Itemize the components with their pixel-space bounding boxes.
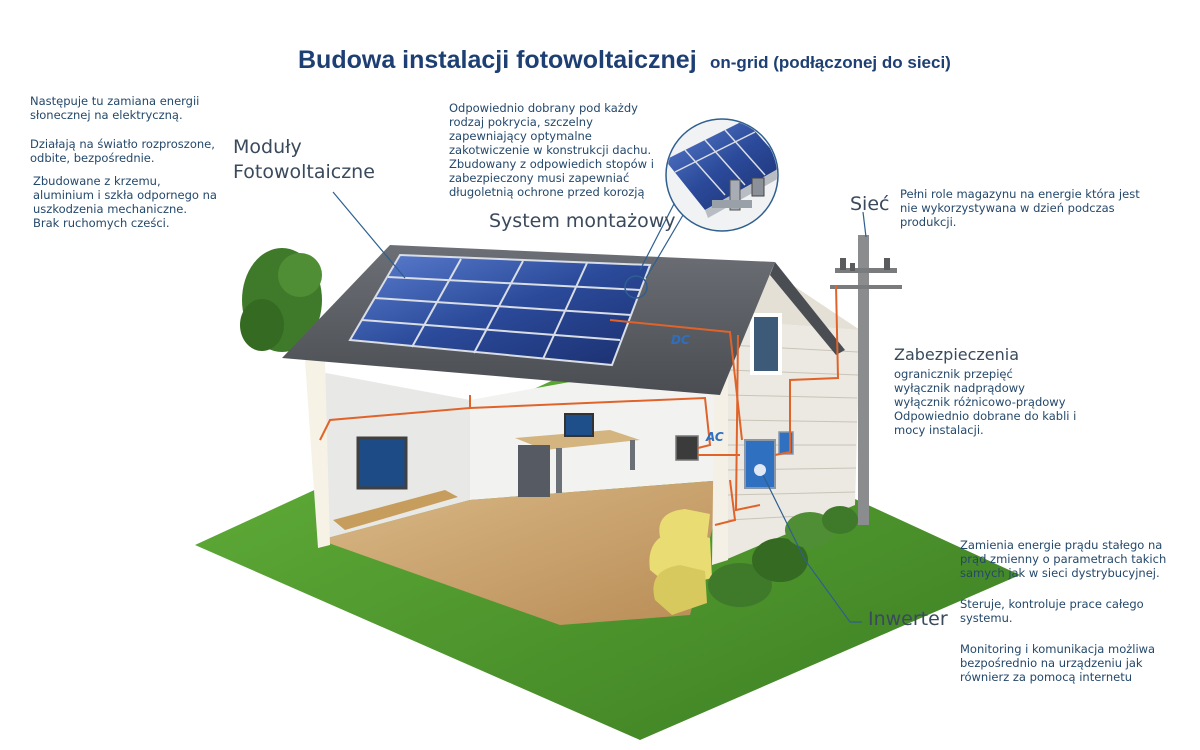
leader-lines — [332, 191, 867, 623]
armchairs — [649, 509, 712, 615]
inverter-desc-3: Monitoring i komunikacja możliwa bezpośr… — [960, 642, 1156, 684]
roof-gable-edge — [770, 262, 845, 355]
wall-left-edge — [305, 360, 330, 548]
mounting-detail-magnifier — [639, 118, 779, 279]
inverter-desc-2: Steruje, kontroluje prace całego systemu… — [960, 597, 1144, 625]
indoor-protection-box — [675, 435, 699, 461]
solar-array — [348, 253, 652, 367]
mount-highlight — [624, 275, 648, 299]
wiring — [319, 284, 840, 526]
inverter-desc-1: Zamienia energie prądu stałego na prąd z… — [960, 538, 1167, 580]
window — [750, 313, 782, 375]
inverter-label: Inwerter — [868, 608, 948, 630]
power-pole — [830, 235, 902, 525]
title-sub: on-grid (podłączonej do sieci) — [710, 53, 951, 72]
bushes — [708, 506, 858, 607]
tree — [240, 248, 322, 352]
mounting-label: System montażowy — [489, 210, 676, 232]
modules-desc-2: Działają na światło rozproszone, odbite,… — [30, 137, 215, 165]
grid-label: Sieć — [850, 193, 890, 215]
tv — [356, 436, 408, 490]
desk — [515, 413, 640, 497]
bench — [333, 490, 458, 530]
modules-label: Moduły Fotowoltaiczne — [233, 136, 375, 183]
modules-desc-3: Zbudowane z krzemu, aluminium i szkła od… — [33, 174, 217, 230]
modules-desc-1: Następuje tu zamiana energii słonecznej … — [30, 94, 200, 122]
grid-desc: Pełni role magazynu na energie która jes… — [900, 187, 1140, 229]
dc-label: DC — [671, 333, 690, 347]
title-main: Budowa instalacji fotowoltaicznej — [298, 46, 697, 74]
floor — [320, 480, 725, 625]
ac-label: AC — [706, 430, 724, 444]
mounting-desc: Odpowiednio dobrany pod każdy rodzaj pok… — [449, 101, 654, 199]
protection-label: Zabezpieczenia — [894, 345, 1020, 364]
protection-desc: ogranicznik przepięć wyłącznik nadprądow… — [894, 367, 1077, 437]
